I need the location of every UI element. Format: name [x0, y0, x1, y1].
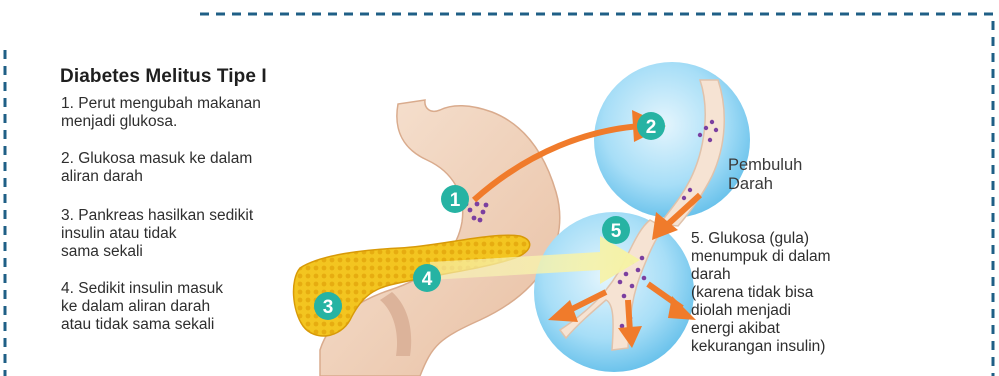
badge-3-label: 3	[323, 297, 334, 318]
badge-4-label: 4	[422, 269, 433, 290]
step-3-text: 3. Pankreas hasilkan sedikit insulin ata…	[61, 207, 253, 261]
badge-2: 2	[637, 112, 665, 140]
badge-2-label: 2	[646, 117, 657, 138]
badge-4: 4	[413, 264, 441, 292]
blood-vessel-label: Pembuluh Darah	[728, 156, 802, 194]
step-2-text: 2. Glukosa masuk ke dalam aliran darah	[61, 150, 252, 186]
badge-5: 5	[602, 216, 630, 244]
badge-5-label: 5	[611, 221, 622, 242]
blood-vessel-circle-top	[594, 62, 750, 226]
step-4-text: 4. Sedikit insulin masuk ke dalam aliran…	[61, 280, 223, 334]
badge-1: 1	[441, 185, 469, 213]
badge-3: 3	[314, 292, 342, 320]
step-5-text: 5. Glukosa (gula) menumpuk di dalam dara…	[691, 230, 831, 356]
badge-1-label: 1	[450, 190, 461, 211]
step-1-text: 1. Perut mengubah makanan menjadi glukos…	[61, 95, 261, 131]
diagram-title: Diabetes Melitus Tipe I	[60, 66, 267, 88]
